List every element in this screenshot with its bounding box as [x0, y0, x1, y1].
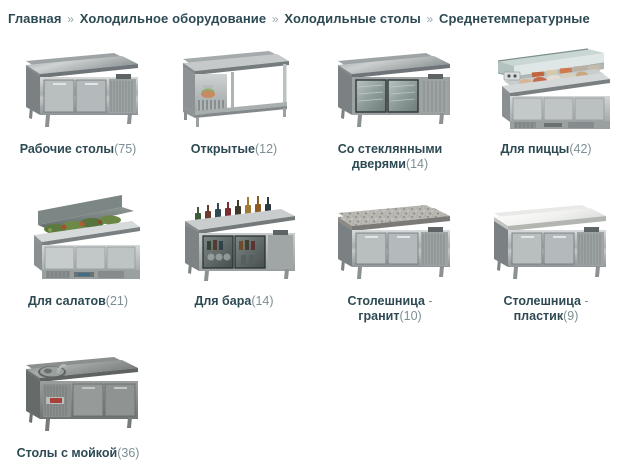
category-label-link[interactable]: Для салатов(21)	[3, 294, 153, 309]
category-count: (10)	[399, 309, 422, 323]
category-card-plastic-top[interactable]: Столешница - пластик(9)	[468, 190, 624, 328]
category-count: (14)	[405, 157, 429, 171]
category-label-link[interactable]: Столешница - гранит(10)	[315, 294, 465, 324]
category-thumbnail-link[interactable]	[8, 190, 148, 286]
breadcrumb-separator: »	[271, 12, 279, 26]
category-thumbnail-link[interactable]	[476, 38, 616, 134]
category-card-salad-tables[interactable]: Для салатов(21)	[0, 190, 156, 328]
breadcrumb-separator: »	[67, 12, 75, 26]
category-label-link[interactable]: Со стеклянными дверями(14)	[315, 142, 465, 172]
category-label-link[interactable]: Для бара(14)	[159, 294, 309, 309]
category-label-link[interactable]: Столешница - пластик(9)	[471, 294, 621, 324]
pizza-table-icon	[497, 48, 610, 129]
category-name: Столешница - пластик	[503, 294, 589, 323]
plastic-top-table-icon	[494, 205, 606, 279]
category-thumbnail-link[interactable]	[8, 38, 148, 134]
category-label-link[interactable]: Для пиццы(42)	[471, 142, 621, 157]
sink-table-icon	[26, 357, 138, 431]
category-count: (42)	[569, 142, 592, 156]
category-count: (14)	[251, 294, 274, 308]
breadcrumb-separator: »	[426, 12, 434, 26]
salad-table-icon	[34, 195, 140, 279]
granite-top-table-icon	[338, 205, 450, 279]
category-count: (12)	[254, 142, 278, 156]
breadcrumb-item-4: Среднетемпературные	[439, 11, 590, 26]
category-label-link[interactable]: Рабочие столы(75)	[3, 142, 153, 157]
category-count: (75)	[114, 142, 137, 156]
glass-door-table-icon	[338, 53, 450, 127]
fridge-table-icon	[26, 53, 138, 127]
category-card-bar-tables[interactable]: Для бара(14)	[156, 190, 312, 328]
category-name: Со стеклянными дверями	[337, 142, 443, 171]
category-card-pizza-tables[interactable]: Для пиццы(42)	[468, 38, 624, 176]
category-card-work-tables[interactable]: Рабочие столы(75)	[0, 38, 156, 176]
category-grid: Рабочие столы(75)	[0, 38, 624, 465]
breadcrumb-item-2[interactable]: Холодильное оборудование	[79, 11, 267, 26]
category-count: (36)	[117, 446, 140, 460]
bar-table-icon	[185, 196, 295, 281]
category-name: Столешница - гранит	[347, 294, 433, 323]
category-card-granite-top[interactable]: Столешница - гранит(10)	[312, 190, 468, 328]
row-divider	[0, 328, 624, 342]
category-name: Рабочие столы	[19, 142, 115, 156]
category-thumbnail-link[interactable]	[320, 38, 460, 134]
category-name: Для пиццы	[500, 142, 570, 156]
category-thumbnail-link[interactable]	[8, 342, 148, 438]
breadcrumb-item-3[interactable]: Холодильные столы	[284, 11, 421, 26]
category-name: Открытые	[190, 142, 255, 156]
breadcrumb-item-1[interactable]: Главная	[8, 11, 62, 26]
category-card-open-tables[interactable]: Открытые(12)	[156, 38, 312, 176]
category-count: (9)	[563, 309, 579, 323]
breadcrumb: Главная » Холодильное оборудование » Хол…	[0, 0, 624, 26]
category-name: Для бара	[194, 294, 252, 308]
category-count: (21)	[105, 294, 129, 308]
category-card-sink-tables[interactable]: Столы с мойкой(36)	[0, 342, 156, 465]
category-label-link[interactable]: Столы с мойкой(36)	[3, 446, 153, 461]
category-thumbnail-link[interactable]	[164, 38, 304, 134]
category-thumbnail-link[interactable]	[320, 190, 460, 286]
category-label-link[interactable]: Открытые(12)	[159, 142, 309, 157]
category-name: Для салатов	[27, 294, 106, 308]
row-divider	[0, 176, 624, 190]
category-thumbnail-link[interactable]	[164, 190, 304, 286]
open-table-icon	[183, 51, 289, 127]
category-thumbnail-link[interactable]	[476, 190, 616, 286]
category-name: Столы с мойкой	[16, 446, 118, 460]
category-card-glass-door-tables[interactable]: Со стеклянными дверями(14)	[312, 38, 468, 176]
